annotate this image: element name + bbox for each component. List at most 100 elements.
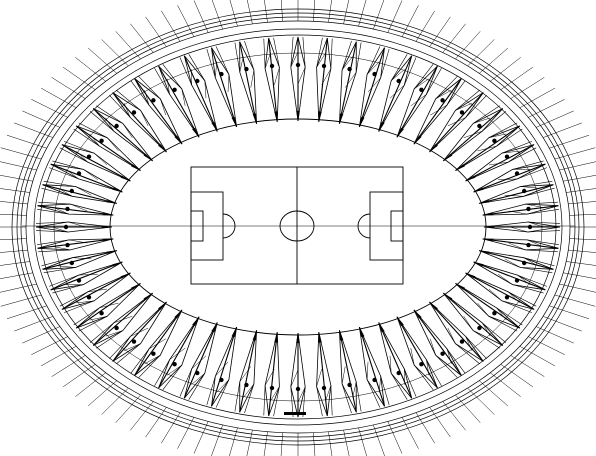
truss-node — [195, 370, 200, 376]
truss-brace — [43, 180, 76, 187]
radial-line — [0, 161, 37, 171]
truss-tip — [274, 332, 278, 343]
outer-ring — [11, 8, 585, 446]
truss-brace — [78, 122, 108, 138]
truss-brace — [509, 226, 528, 233]
truss-brace — [37, 239, 69, 245]
truss-node — [295, 62, 301, 68]
truss-brace — [130, 80, 150, 106]
radial-line — [568, 249, 596, 253]
truss-brace — [215, 61, 218, 78]
truss-brace — [73, 307, 100, 326]
roof-truss — [89, 105, 153, 162]
truss-brace — [389, 355, 392, 374]
truss-brace — [488, 316, 518, 332]
truss-node — [526, 206, 531, 212]
truss-tip — [274, 111, 278, 122]
truss-brace — [122, 123, 133, 138]
truss-brace — [455, 89, 480, 111]
truss-spine — [239, 41, 258, 124]
radial-line — [0, 283, 37, 293]
radial-line — [161, 10, 181, 42]
truss-brace — [51, 226, 69, 233]
truss-brace — [154, 67, 170, 95]
football-pitch — [22, 166, 575, 285]
roof-truss — [443, 105, 507, 162]
truss-brace — [496, 128, 523, 147]
truss-brace — [330, 38, 333, 69]
truss-brace — [78, 273, 98, 276]
roof-truss — [206, 326, 238, 408]
truss-tip — [479, 250, 490, 254]
truss-spine — [268, 332, 278, 416]
truss-brace — [154, 359, 170, 387]
truss-tip — [252, 113, 257, 124]
truss-node — [459, 339, 465, 344]
truss-node — [504, 154, 510, 159]
roof-truss — [482, 201, 559, 216]
truss-brace — [355, 42, 362, 73]
truss-brace — [109, 94, 131, 118]
truss-brace — [76, 300, 95, 304]
truss-brace — [341, 366, 346, 385]
truss-brace — [63, 141, 95, 154]
truss-node — [347, 382, 352, 388]
truss-brace — [215, 46, 230, 75]
truss-node — [151, 351, 156, 356]
truss-tip — [443, 292, 453, 301]
truss-brace — [166, 364, 182, 376]
roof-truss — [179, 322, 218, 400]
inner-ring — [109, 118, 487, 336]
truss-spine — [473, 261, 546, 291]
truss-brace — [58, 265, 76, 268]
radial-line — [193, 0, 209, 33]
truss-brace — [52, 284, 84, 294]
truss-brace — [414, 78, 430, 90]
truss-brace — [321, 68, 332, 86]
truss-brace — [75, 186, 92, 196]
truss-tip — [359, 116, 365, 127]
radial-line — [229, 0, 238, 27]
radial-line — [0, 238, 27, 241]
roof-truss — [37, 238, 114, 253]
roof-truss — [37, 201, 114, 216]
truss-diamond — [316, 332, 332, 416]
truss-brace — [527, 239, 543, 247]
truss-node — [419, 362, 424, 367]
truss-tip — [339, 113, 344, 124]
truss-brace — [179, 57, 192, 86]
radial-line — [528, 336, 565, 355]
radial-line — [51, 77, 86, 99]
truss-tip — [112, 261, 123, 267]
truss-node — [86, 154, 92, 159]
radial-line — [247, 0, 253, 24]
truss-brace — [520, 267, 553, 274]
truss-tip — [252, 330, 257, 341]
roof-truss — [290, 36, 306, 122]
roof-truss — [234, 40, 258, 124]
radial-line — [554, 147, 596, 160]
truss-brace — [488, 161, 509, 166]
outer-ring — [20, 16, 576, 438]
truss-tip — [339, 330, 344, 341]
truss-node — [372, 71, 377, 77]
truss-brace — [89, 316, 108, 321]
truss-brace — [429, 338, 436, 356]
truss-tip — [482, 238, 494, 242]
truss-spine — [134, 309, 183, 376]
roof-truss — [396, 316, 442, 390]
truss-spine — [338, 41, 357, 124]
radial-line — [0, 213, 27, 216]
truss-brace — [525, 203, 543, 208]
truss-brace — [89, 322, 114, 343]
truss-spine — [268, 38, 278, 122]
truss-brace — [302, 386, 306, 418]
truss-tip — [211, 322, 218, 333]
truss-brace — [38, 201, 71, 205]
truss-brace — [70, 203, 88, 212]
truss-brace — [105, 117, 115, 132]
truss-spine — [37, 238, 114, 249]
truss-brace — [366, 361, 369, 380]
truss-brace — [525, 201, 558, 205]
truss-tip — [192, 128, 200, 138]
